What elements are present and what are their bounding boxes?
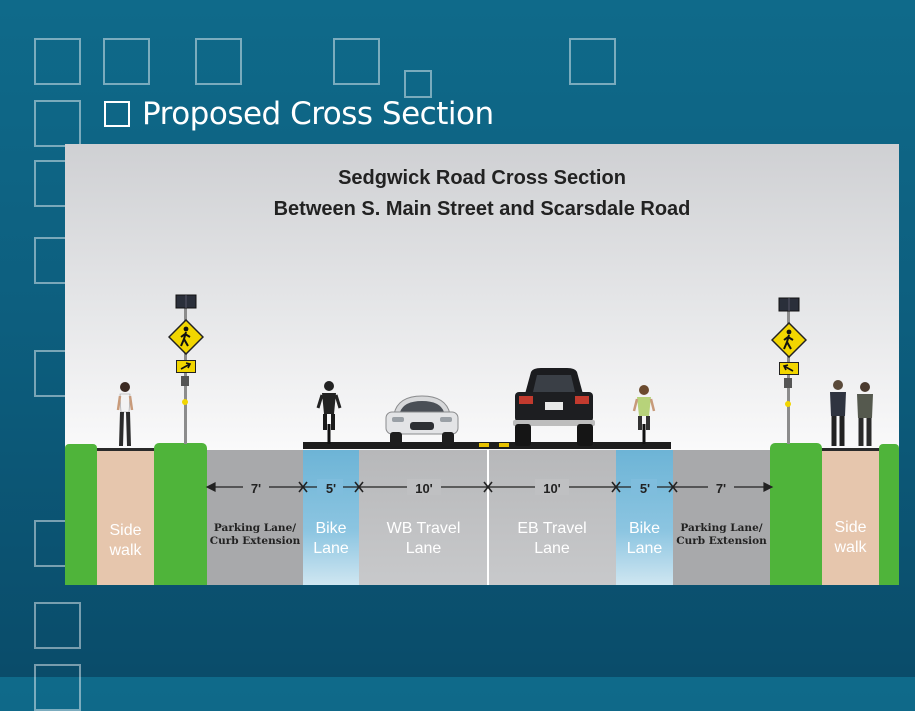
decorative-square: [404, 70, 432, 98]
pedestrian-crossing-sign-icon: [771, 322, 807, 358]
grass-mound: [65, 444, 97, 452]
arrow-head: [205, 482, 216, 492]
segment-label-line: WB Travel: [386, 520, 461, 537]
cross-section-diagram: Sedgwick Road Cross Section Between S. M…: [65, 144, 899, 585]
grass-strip: [879, 450, 899, 585]
bicyclist-icon: [632, 385, 656, 444]
diagram-heading: Sedgwick Road Cross Section: [338, 167, 626, 189]
diagram-subheading: Between S. Main Street and Scarsdale Roa…: [273, 198, 691, 220]
width-label-bike-left: 5': [325, 481, 337, 496]
dimension-label-bg: [407, 479, 441, 495]
segment-label-line: walk: [834, 539, 867, 556]
center-marker: [499, 443, 509, 447]
segment-label-wb-lane: WB Travel Lane: [359, 519, 488, 559]
segment-label-line: EB Travel: [517, 520, 587, 537]
segment-label-line: Lane: [313, 540, 349, 557]
segment-label-line: Curb Extension: [209, 535, 301, 547]
car-icon: [385, 395, 459, 446]
bike-lane-left: [303, 450, 359, 585]
eb-travel-lane: [488, 450, 616, 585]
segment-label-line: Parking Lane/: [213, 522, 297, 534]
arrow-plaque-icon: [176, 360, 196, 373]
solar-panel-icon: [778, 297, 800, 312]
grass-mound: [879, 444, 899, 452]
segment-label-line: Bike: [628, 520, 661, 537]
arrow-head: [763, 482, 774, 492]
sidewalk-right: [822, 450, 879, 585]
bicyclist-icon: [316, 381, 342, 444]
width-label-eb-lane: 10': [543, 481, 561, 496]
decorative-square: [569, 38, 616, 85]
segment-label-line: Lane: [405, 540, 442, 557]
grass-strip: [65, 450, 97, 585]
wb-travel-lane: [359, 450, 488, 585]
grass-strip: [154, 450, 207, 585]
lane-divider: [487, 450, 489, 585]
parking-lane-right: [673, 450, 770, 585]
sidewalk-left: [97, 450, 154, 585]
width-label-parking-right: 7': [715, 481, 727, 496]
segment-label-line: Parking Lane/: [680, 522, 763, 534]
arrow-plaque-icon: [779, 362, 799, 375]
bike-lane-right: [616, 450, 673, 585]
grass-mound: [770, 443, 822, 452]
segment-label-line: walk: [109, 542, 142, 559]
sidewalk-surface-left: [97, 448, 154, 451]
segment-label-line: Side: [109, 522, 142, 539]
segment-label-line: Curb Extension: [676, 535, 767, 547]
sign-pole-left: [184, 304, 187, 444]
segment-label-parking-right: Parking Lane/ Curb Extension: [673, 522, 770, 548]
segment-label-bike-left: Bike Lane: [303, 519, 359, 559]
segment-label-eb-lane: EB Travel Lane: [488, 519, 616, 559]
signal-box: [181, 376, 189, 386]
dimension-label-bg: [243, 479, 269, 495]
grass-mound: [154, 443, 207, 452]
decorative-square: [34, 100, 81, 147]
segment-label-line: Lane: [626, 540, 663, 557]
solar-panel-icon: [175, 294, 197, 309]
decorative-square: [34, 664, 81, 711]
segment-label-bike-right: Bike Lane: [616, 519, 673, 559]
decorative-square: [333, 38, 380, 85]
decorative-square: [34, 38, 81, 85]
sidewalk-surface-right: [822, 448, 879, 451]
width-label-bike-right: 5': [639, 481, 651, 496]
center-marker: [479, 443, 489, 447]
width-label-parking-left: 7': [250, 481, 262, 496]
segment-label-sidewalk-left: Side walk: [97, 521, 154, 561]
dimension-label-bg: [317, 479, 343, 495]
segment-label-line: Lane: [534, 540, 570, 557]
signal-light: [182, 399, 188, 405]
width-label-wb-lane: 10': [415, 481, 433, 496]
dimension-label-bg: [535, 479, 569, 495]
decorative-square: [195, 38, 242, 85]
pedestrian-icon: [116, 382, 134, 447]
pickup-truck-icon: [513, 368, 595, 446]
parking-lane-left: [207, 450, 303, 585]
dimension-arrows: [205, 481, 774, 493]
decorative-square: [34, 602, 81, 649]
pedestrian-icon: [830, 380, 846, 446]
grass-strip: [770, 450, 822, 585]
dimension-label-bg: [631, 479, 657, 495]
segment-label-parking-left: Parking Lane/ Curb Extension: [207, 522, 303, 548]
title-bullet-square: [104, 101, 130, 127]
pedestrian-icon: [857, 382, 873, 446]
decorative-square: [103, 38, 150, 85]
dimension-label-bg: [708, 479, 734, 495]
segment-label-sidewalk-right: Side walk: [822, 518, 879, 558]
slide-title: Proposed Cross Section: [142, 96, 494, 132]
pedestrian-crossing-sign-icon: [168, 319, 204, 355]
segment-label-line: Bike: [315, 520, 347, 537]
signal-light: [785, 401, 791, 407]
signal-box: [784, 378, 792, 388]
segment-label-line: Side: [834, 519, 867, 536]
